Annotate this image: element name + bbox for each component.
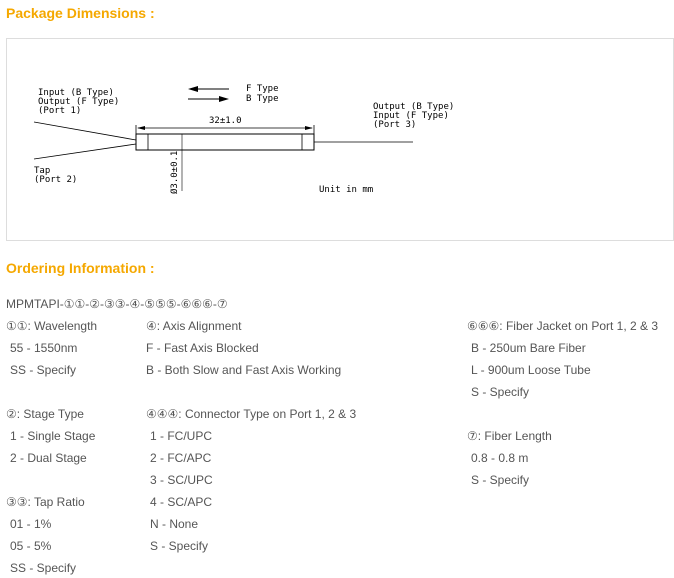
connector-type-option: 1 - FC/UPC [150, 429, 213, 443]
connector-type-option: S - Specify [150, 539, 209, 553]
tap-port-line-1: Tap [34, 166, 50, 176]
fiber-length-option: S - Specify [471, 473, 530, 487]
tap-ratio-option: SS - Specify [10, 561, 77, 575]
right-port-line-2: Input (F Type) [373, 111, 449, 121]
unit-label: Unit in mm [319, 185, 373, 195]
wavelength-option: SS - Specify [10, 363, 77, 377]
right-port-line-1: Output (B Type) [373, 102, 454, 112]
fiber-jacket-title: ⑥⑥⑥: Fiber Jacket on Port 1, 2 & 3 [467, 319, 659, 333]
left-port-line-1: Input (B Type) [38, 88, 114, 98]
fibers [33, 121, 413, 160]
connector-type-title: ④④④: Connector Type on Port 1, 2 & 3 [146, 407, 357, 421]
diameter-label: Ø3.0±0.1 [169, 151, 180, 194]
legend-f-type: F Type [246, 84, 279, 94]
length-label: 32±1.0 [209, 116, 242, 126]
fiber-length-title: ⑦: Fiber Length [467, 429, 552, 443]
legend-b-type: B Type [246, 94, 279, 104]
tap-ratio-option: 01 - 1% [10, 517, 52, 531]
stage-type-option: 2 - Dual Stage [10, 451, 87, 465]
package-diagram: Input (B Type) Output (F Type) (Port 1) … [6, 38, 674, 241]
direction-arrows [188, 86, 229, 102]
stage-type-title: ②: Stage Type [6, 407, 84, 421]
left-port-line-2: Output (F Type) [38, 97, 119, 107]
left-port-line-3: (Port 1) [38, 106, 81, 116]
package-drawing: Input (B Type) Output (F Type) (Port 1) … [33, 84, 454, 195]
fiber-length-option: 0.8 - 0.8 m [471, 451, 529, 465]
fiber-jacket-option: S - Specify [471, 385, 530, 399]
axis-alignment-option: B - Both Slow and Fast Axis Working [146, 363, 342, 377]
fiber-jacket-option: B - 250um Bare Fiber [471, 341, 586, 355]
connector-type-option: 4 - SC/APC [150, 495, 213, 509]
stage-type-option: 1 - Single Stage [10, 429, 96, 443]
ordering-info-heading: Ordering Information : [6, 260, 155, 276]
right-port-line-3: (Port 3) [373, 120, 416, 130]
diameter-dimension [178, 133, 186, 191]
length-dimension [135, 125, 315, 135]
wavelength-title: ①①: Wavelength [6, 319, 98, 333]
tap-port-line-2: (Port 2) [34, 175, 77, 185]
package-dimensions-heading: Package Dimensions : [6, 5, 155, 21]
wavelength-option: 55 - 1550nm [10, 341, 78, 355]
fiber-jacket-option: L - 900um Loose Tube [471, 363, 591, 377]
part-number: MPMTAPI-①①-②-③③-④-⑤⑤⑤-⑥⑥⑥-⑦ [6, 297, 228, 311]
axis-alignment-title: ④: Axis Alignment [146, 319, 242, 333]
axis-alignment-option: F - Fast Axis Blocked [146, 341, 259, 355]
connector-type-option: 3 - SC/UPC [150, 473, 213, 487]
tap-ratio-title: ③③: Tap Ratio [6, 495, 85, 509]
connector-type-option: 2 - FC/APC [150, 451, 212, 465]
connector-type-option: N - None [150, 517, 199, 531]
component-body [135, 133, 315, 151]
tap-ratio-option: 05 - 5% [10, 539, 52, 553]
